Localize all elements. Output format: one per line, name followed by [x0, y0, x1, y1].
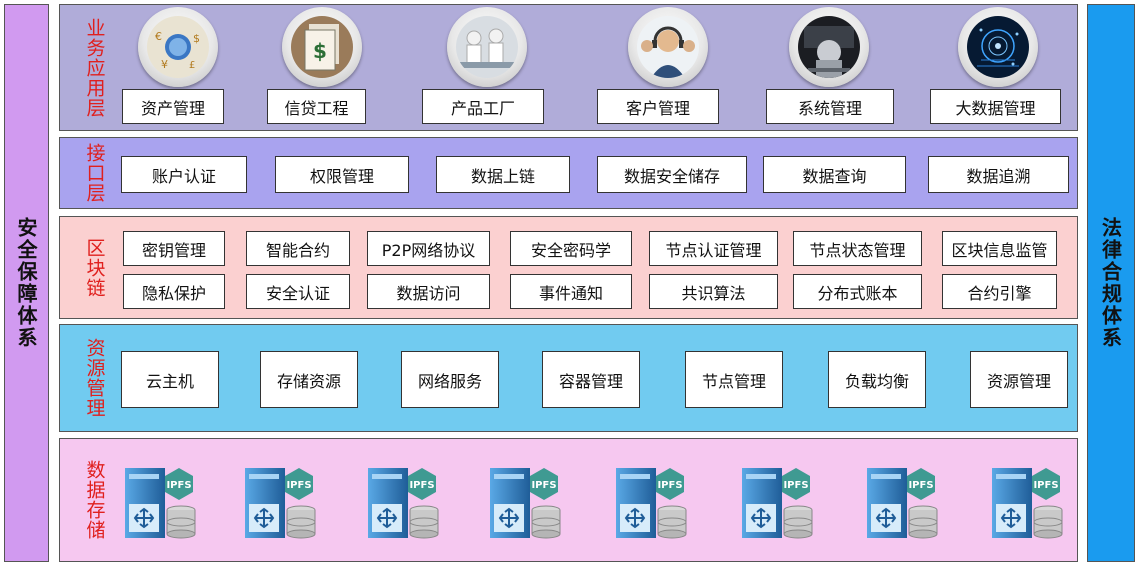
svg-text:$: $ [313, 39, 327, 63]
interface-layer: 接口层 账户认证权限管理数据上链数据安全储存数据查询数据追溯 [59, 137, 1078, 209]
credit-icon: $ [282, 7, 362, 87]
ipfs-label: IPFS [531, 480, 556, 491]
customer-service-icon [628, 7, 708, 87]
layer-title: 区块链 [83, 237, 106, 298]
layer-title: 接口层 [83, 143, 106, 203]
module-box: 容器管理 [542, 351, 640, 408]
ipfs-server-icon: IPFS [366, 464, 446, 544]
module-box: 智能合约 [246, 231, 350, 266]
module-box: 数据查询 [763, 156, 906, 193]
module-box: 账户认证 [121, 156, 247, 193]
module-box: 存储资源 [260, 351, 358, 408]
module-box: 资源管理 [970, 351, 1068, 408]
module-box: 共识算法 [649, 274, 778, 309]
compliance-system-bar: 法律合规体系 [1087, 4, 1135, 562]
ipfs-server-icon: IPFS [614, 464, 694, 544]
module-box: 数据访问 [367, 274, 490, 309]
module-box: 系统管理 [766, 89, 894, 124]
security-system-bar: 安全保障体系 [4, 4, 49, 562]
svg-text:$: $ [193, 32, 200, 45]
ipfs-label: IPFS [908, 480, 933, 491]
module-box: 事件通知 [510, 274, 632, 309]
ipfs-label: IPFS [409, 480, 434, 491]
module-box: 安全密码学 [510, 231, 632, 266]
ipfs-label: IPFS [166, 480, 191, 491]
module-box: 隐私保护 [123, 274, 225, 309]
module-box: 合约引擎 [942, 274, 1057, 309]
business-application-layer: 业务应用层 € $ ¥ £ $ 资产管理 信贷工程 产品工厂 客户管理 系统管理 大数据管理 [59, 4, 1078, 131]
ipfs-server-icon: IPFS [740, 464, 820, 544]
module-box: 网络服务 [401, 351, 499, 408]
module-box: 客户管理 [597, 89, 719, 124]
module-box: 安全认证 [246, 274, 350, 309]
module-box: 数据追溯 [928, 156, 1069, 193]
module-box: 节点管理 [685, 351, 783, 408]
compliance-system-label: 法律合规体系 [1098, 217, 1123, 349]
svg-text:£: £ [189, 60, 195, 71]
ipfs-server-icon: IPFS [243, 464, 323, 544]
svg-text:¥: ¥ [161, 58, 168, 71]
module-box: 负载均衡 [828, 351, 926, 408]
module-box: 大数据管理 [930, 89, 1061, 124]
ipfs-label: IPFS [1033, 480, 1058, 491]
module-box: 分布式账本 [793, 274, 922, 309]
layer-title: 业务应用层 [83, 17, 106, 118]
svg-text:€: € [155, 30, 162, 43]
ipfs-server-icon: IPFS [990, 464, 1070, 544]
module-box: 数据安全储存 [597, 156, 747, 193]
asset-icon: € $ ¥ £ [138, 7, 218, 87]
security-system-label: 安全保障体系 [14, 217, 38, 349]
ipfs-server-icon: IPFS [488, 464, 568, 544]
module-box: 数据上链 [436, 156, 570, 193]
module-box: 密钥管理 [123, 231, 225, 266]
module-box: P2P网络协议 [367, 231, 490, 266]
ipfs-label: IPFS [783, 480, 808, 491]
ipfs-server-icon: IPFS [865, 464, 945, 544]
resource-management-layer: 资源管理 云主机存储资源网络服务容器管理节点管理负载均衡资源管理 [59, 324, 1078, 432]
module-box: 信贷工程 [267, 89, 366, 124]
layer-title: 资源管理 [83, 338, 106, 418]
module-box: 区块信息监管 [942, 231, 1057, 266]
ipfs-server-icon: IPFS [123, 464, 203, 544]
ipfs-label: IPFS [657, 480, 682, 491]
module-box: 权限管理 [275, 156, 409, 193]
system-icon [789, 7, 869, 87]
module-box: 产品工厂 [422, 89, 544, 124]
ipfs-label: IPFS [286, 480, 311, 491]
blockchain-layer: 区块链 密钥管理智能合约 P2P网络协议安全密码学节点认证管理节点状态管理区块信息… [59, 216, 1078, 319]
layer-title: 数据存储 [83, 460, 106, 540]
module-box: 节点认证管理 [649, 231, 778, 266]
factory-icon [447, 7, 527, 87]
data-storage-layer: 数据存储 IPFS IPFS IPFS IPFS IPFS IPFS IPFS IPFS [59, 438, 1078, 562]
module-box: 云主机 [121, 351, 219, 408]
big-data-icon [958, 7, 1038, 87]
module-box: 资产管理 [122, 89, 224, 124]
module-box: 节点状态管理 [793, 231, 922, 266]
